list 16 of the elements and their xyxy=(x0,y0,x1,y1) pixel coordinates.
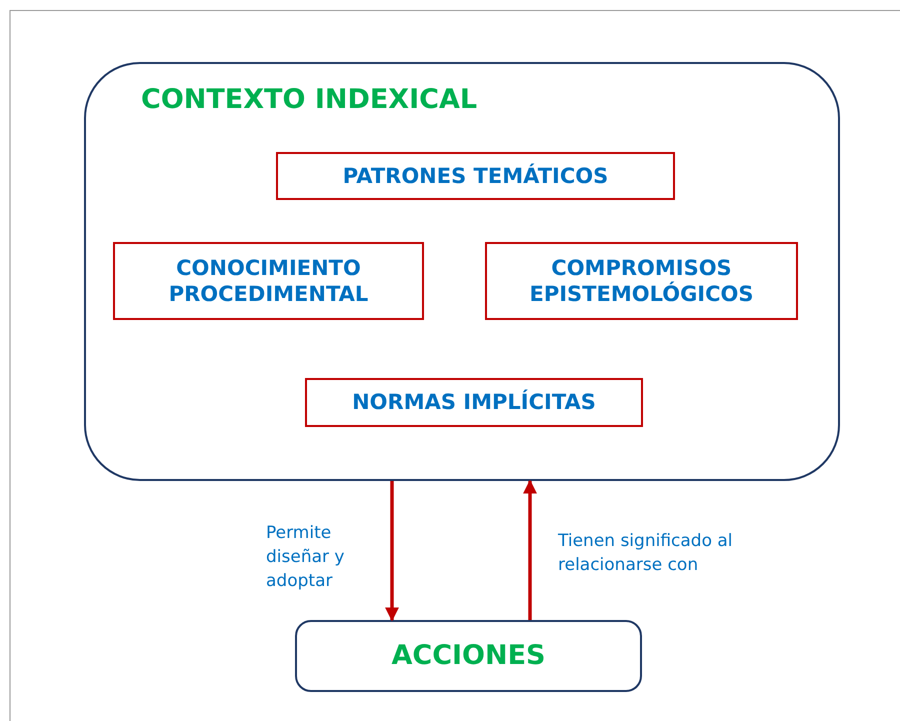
edge-label: Tienen significado al relacionarse con xyxy=(558,530,734,577)
box-label: NORMAS IMPLÍCITAS xyxy=(352,389,596,416)
box-label: COMPROMISOS EPISTEMOLÓGICOS xyxy=(528,254,755,308)
context-container xyxy=(84,62,840,481)
concept-box xyxy=(485,242,798,320)
concept-box xyxy=(305,378,643,427)
action-box xyxy=(295,620,642,692)
arrow xyxy=(385,481,399,622)
box-label: CONOCIMIENTO PROCEDIMENTAL xyxy=(168,254,370,308)
arrow xyxy=(523,480,537,620)
box-label: PATRONES TEMÁTICOS xyxy=(342,162,608,190)
concept-box xyxy=(276,152,675,200)
concept-box xyxy=(113,242,424,320)
box-title: ACCIONES xyxy=(391,639,546,673)
edge-label: Permite diseñar y adoptar xyxy=(266,522,346,593)
container-title: CONTEXTO INDEXICAL xyxy=(141,83,478,117)
